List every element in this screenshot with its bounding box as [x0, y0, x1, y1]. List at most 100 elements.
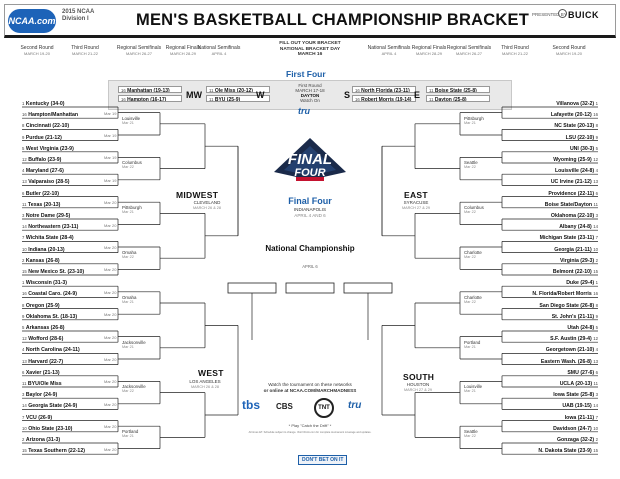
team-entry[interactable]: 6 Butler (22-10) [22, 190, 59, 197]
team-entry[interactable]: Iowa State (25-8) 3 [553, 391, 598, 398]
team-entry[interactable]: N. Dakota State (23-9) 15 [538, 447, 598, 454]
team-entry[interactable]: Louisville (24-8) 4 [555, 167, 598, 174]
team-seed: 5 [22, 325, 25, 330]
round-date: APRIL 4 [381, 51, 397, 56]
team-entry[interactable]: 4 Maryland (27-6) [22, 167, 64, 174]
team-name: Gonzaga (32-2) [556, 437, 595, 443]
team-entry[interactable]: 5 West Virginia (23-9) [22, 145, 74, 152]
team-entry[interactable]: 3 Baylor (24-9) [22, 391, 57, 398]
team-entry[interactable]: St. John's (21-11) 9 [552, 313, 598, 320]
team-entry[interactable]: NC State (20-13) 8 [554, 122, 598, 129]
ff-team-bottom[interactable]: 16 Robert Morris (19-14) [352, 95, 416, 102]
first-four-game[interactable]: 11 Ole Miss (20-12) 11 BYU (25-9) [206, 86, 270, 102]
first-four-game[interactable]: 16 Manhattan (19-13) 16 Hampton (16-17) [118, 86, 182, 102]
ff-team-bottom[interactable]: 11 BYU (25-9) [206, 95, 270, 102]
team-entry[interactable]: Georgetown (21-10) 4 [546, 346, 598, 353]
team-entry[interactable]: 8 Oregon (25-9) [22, 302, 60, 309]
team-entry[interactable]: 15 Texas Southern (22-12) [22, 447, 85, 454]
team-entry[interactable]: 12 Wofford (28-6) [22, 335, 63, 342]
team-entry[interactable]: 1 Kentucky (34-0) [22, 100, 64, 107]
team-entry[interactable]: Eastern Wash. (26-8) 13 [541, 358, 598, 365]
team-entry[interactable]: 6 Xavier (21-13) [22, 369, 60, 376]
team-entry[interactable]: 16 Hampton/Manhattan [22, 111, 78, 118]
team-entry[interactable]: 15 New Mexico St. (23-10) [22, 268, 84, 275]
team-entry[interactable]: 13 Harvard (22-7) [22, 358, 63, 365]
ff-team-top[interactable]: 16 North Florida (23-11) [352, 86, 416, 93]
team-name: St. John's (21-11) [551, 313, 595, 320]
ncaa-logo[interactable]: NCAA.com [8, 9, 56, 33]
team-entry[interactable]: 10 Ohio State (23-10) [22, 425, 72, 432]
championship-slot[interactable] [285, 282, 335, 294]
team-entry[interactable]: Iowa (21-11) 7 [565, 414, 598, 421]
team-entry[interactable]: 7 VCU (26-9) [22, 414, 52, 421]
team-entry[interactable]: Duke (29-4) 1 [566, 279, 598, 286]
team-entry[interactable]: Lafayette (20-12) 16 [551, 111, 598, 118]
site-city: Seattle [464, 160, 478, 166]
team-entry[interactable]: N. Florida/Robert Morris 16 [532, 290, 598, 297]
team-entry[interactable]: Wyoming (25-9) 12 [553, 156, 598, 163]
team-entry[interactable]: 5 Arkansas (26-8) [22, 324, 64, 331]
team-entry[interactable]: 9 Oklahoma St. (18-13) [22, 313, 77, 320]
team-entry[interactable]: Belmont (22-10) 15 [553, 268, 598, 275]
semifinal-slot-right[interactable] [343, 282, 393, 294]
ff-team-top[interactable]: 11 Ole Miss (20-12) [206, 86, 270, 93]
team-entry[interactable]: 11 BYU/Ole Miss [22, 380, 62, 387]
team-entry[interactable]: 3 Notre Dame (29-5) [22, 212, 70, 219]
team-entry[interactable]: Villanova (32-2) 1 [556, 100, 598, 107]
team-entry[interactable]: Michigan State (23-11) 7 [540, 234, 598, 241]
team-entry[interactable]: 14 Northeastern (23-11) [22, 223, 78, 230]
team-entry[interactable]: S.F. Austin (29-4) 12 [550, 335, 598, 342]
team-name: SMU (27-6) [567, 369, 595, 376]
team-entry[interactable]: LSU (22-10) 9 [566, 134, 598, 141]
team-entry[interactable]: 8 Cincinnati (22-10) [22, 122, 69, 129]
team-entry[interactable]: Oklahoma (22-10) 3 [551, 212, 598, 219]
region-city: LOS ANGELES [189, 379, 221, 384]
team-entry[interactable]: UCLA (20-13) 11 [560, 380, 598, 387]
team-entry[interactable]: 7 Wichita State (28-4) [22, 234, 74, 241]
game-date: Mar 20 [104, 401, 117, 407]
team-name: Northeastern (23-11) [28, 224, 79, 231]
team-entry[interactable]: Utah (24-8) 5 [567, 324, 598, 331]
team-entry[interactable]: UNI (30-3) 5 [570, 145, 598, 152]
team-entry[interactable]: 11 Texas (20-13) [22, 201, 60, 208]
team-entry[interactable]: 2 Arizona (31-3) [22, 436, 60, 443]
team-entry[interactable]: 4 North Carolina (24-11) [22, 346, 80, 353]
team-entry[interactable]: 13 Valparaiso (28-5) [22, 178, 69, 185]
presented-by: PRESENTED BY [532, 12, 567, 17]
ff-team-name: BYU (25-9) [214, 97, 241, 102]
ff-watch: Watch On [300, 98, 320, 103]
team-seed: 2 [595, 437, 598, 442]
team-entry[interactable]: Boise State/Dayton 11 [545, 201, 598, 208]
team-entry[interactable]: Gonzaga (32-2) 2 [557, 436, 598, 443]
sponsor-name[interactable]: BUICK [568, 10, 599, 20]
team-name: UC Irvine (21-12) [550, 179, 592, 186]
team-entry[interactable]: Albany (24-8) 14 [559, 223, 598, 230]
team-entry[interactable]: Providence (22-11) 6 [548, 190, 598, 197]
ff-team-top[interactable]: 11 Boise State (25-8) [426, 86, 490, 93]
first-four-game[interactable]: 11 Boise State (25-8) 11 Dayton (25-8) [426, 86, 490, 102]
team-entry[interactable]: 14 Georgia State (24-9) [22, 402, 77, 409]
team-entry[interactable]: UAB (19-15) 14 [562, 402, 598, 409]
team-entry[interactable]: Virginia (29-3) 2 [560, 257, 598, 264]
team-entry[interactable]: 10 Indiana (20-13) [22, 246, 65, 253]
team-entry[interactable]: 9 Purdue (21-12) [22, 134, 62, 141]
team-entry[interactable]: SMU (27-6) 6 [567, 369, 598, 376]
team-entry[interactable]: San Diego State (26-8) 8 [539, 302, 598, 309]
ff-team-bottom[interactable]: 16 Hampton (16-17) [118, 95, 182, 102]
ff-team-bottom[interactable]: 11 Dayton (25-8) [426, 95, 490, 102]
ff-team-top[interactable]: 16 Manhattan (19-13) [118, 86, 182, 93]
round-date: APRIL 4 [211, 51, 227, 56]
team-entry[interactable]: 2 Kansas (26-8) [22, 257, 60, 264]
team-entry[interactable]: Georgia (21-11) 10 [554, 246, 598, 253]
team-entry[interactable]: UC Irvine (21-12) 13 [551, 178, 598, 185]
championship-title: National Championship [265, 244, 355, 253]
team-entry[interactable]: 12 Buffalo (23-9) [22, 156, 61, 163]
ff-region-code: W [256, 90, 265, 100]
team-entry[interactable]: 1 Wisconsin (31-3) [22, 279, 67, 286]
team-entry[interactable]: Davidson (24-7) 10 [553, 425, 598, 432]
team-name: Oklahoma St. (18-13) [25, 313, 78, 320]
semifinal-slot-left[interactable] [227, 282, 277, 294]
first-four-game[interactable]: 16 North Florida (23-11) 16 Robert Morris… [352, 86, 416, 102]
team-entry[interactable]: 16 Coastal Caro. (24-9) [22, 290, 77, 297]
